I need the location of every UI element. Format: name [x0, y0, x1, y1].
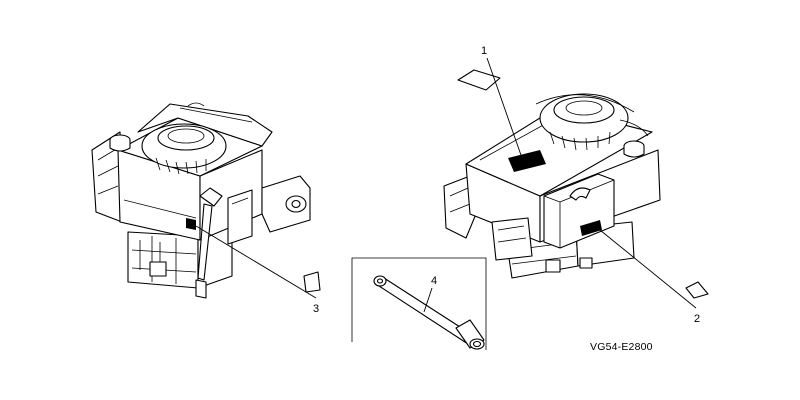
callout-3: 3 — [313, 303, 319, 315]
callout-4: 4 — [431, 275, 437, 287]
callout-1: 1 — [481, 45, 487, 57]
right-engine-illustration — [443, 93, 661, 279]
callout-2: 2 — [694, 313, 700, 325]
socket-wrench-tool — [373, 275, 485, 350]
leader-line-2 — [599, 229, 697, 309]
leader-line-1 — [486, 57, 523, 159]
diagram-reference-code: VG54-E2800 — [590, 341, 653, 353]
label-sticker-1 — [457, 69, 501, 91]
leader-line-4 — [423, 287, 433, 313]
leader-line-3 — [195, 225, 317, 299]
label-sticker-3 — [303, 271, 321, 293]
tool-box-frame — [351, 257, 487, 350]
left-engine-illustration — [91, 102, 311, 299]
label-sticker-2 — [685, 281, 709, 299]
